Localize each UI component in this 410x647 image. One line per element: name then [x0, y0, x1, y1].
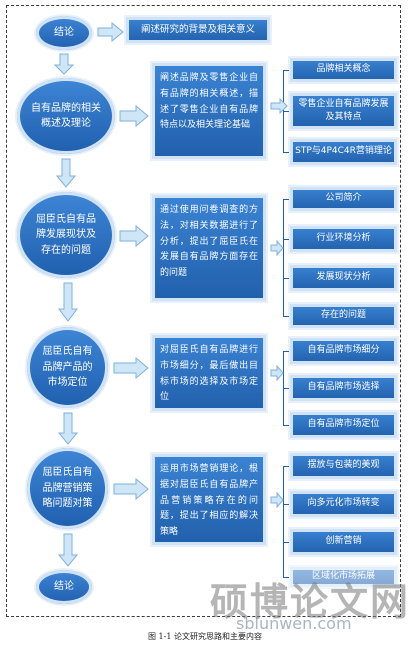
item-diversified-market: 向多元化市场转变 [288, 489, 399, 519]
item-company-intro: 公司简介 [288, 185, 399, 213]
arrow-down-icon [58, 533, 78, 567]
connector-tick [283, 70, 289, 71]
arrow-down-icon [58, 282, 78, 322]
desc-text: 通过使用问卷调查的方法，对相关数据进行了分析，提出了屈臣氏在发展自有品牌方面存在… [160, 205, 258, 278]
node-label: 屈臣氏自有品牌产品的市场定位 [42, 346, 93, 389]
desc-status: 通过使用问卷调查的方法，对相关数据进行了分析，提出了屈臣氏在发展自有品牌方面存在… [150, 193, 268, 303]
item-problems: 存在的问题 [288, 302, 399, 330]
arrow-down-icon [56, 158, 76, 188]
diagram-frame [6, 5, 401, 617]
item-label: 行业环境分析 [316, 233, 371, 244]
connector-tick [283, 199, 289, 200]
connector-tick [283, 388, 289, 389]
node-conclusion-top: 结论 [34, 14, 94, 52]
item-label: 创新营销 [325, 536, 362, 547]
item-label: 自有品牌市场选择 [307, 382, 380, 393]
item-retail-brand: 零售企业自有品牌发展及其特点 [288, 91, 399, 131]
connector-group-5 [283, 466, 284, 577]
node-label: 屈臣氏自有品牌发展现状及存在的问题 [36, 213, 96, 256]
connector-tick [283, 504, 289, 505]
node-strategy: 屈臣氏自有品牌营销策略问题对策 [25, 446, 110, 531]
arrow-right-icon [113, 478, 149, 500]
desc-overview: 阐述品牌及零售企业自有品牌的相关概述，描述了零售企业自有品牌特点以及相关理论基础 [150, 61, 268, 161]
node-label: 结论 [54, 27, 74, 39]
watermark-url: sblunwen.com [236, 614, 352, 633]
item-display-packaging: 摆放与包装的美观 [288, 451, 399, 481]
node-status: 屈臣氏自有品牌发展现状及存在的问题 [15, 190, 117, 280]
connector-tick [283, 351, 289, 352]
connector-tick [283, 466, 289, 467]
item-label: 公司简介 [325, 193, 362, 204]
desc-text: 运用市场营销理论，根据对屈臣氏自有品牌产品营销策略存在的问题，提出了相应的解决策… [160, 464, 258, 537]
arrow-right-icon [119, 225, 149, 247]
arrow-down-icon [54, 53, 74, 75]
node-label: 结论 [54, 581, 74, 593]
arrow-right-icon [97, 22, 124, 42]
item-label: 品牌相关概念 [316, 64, 371, 75]
item-industry-env: 行业环境分析 [288, 224, 399, 254]
item-status-analysis: 发展现状分析 [288, 263, 399, 293]
node-positioning: 屈臣氏自有品牌产品的市场定位 [25, 325, 110, 410]
item-innovative-marketing: 创新营销 [288, 527, 399, 557]
desc-text: 对屈臣氏自有品牌进行市场细分，最后做出目标市场的选择及市场定位 [160, 345, 258, 403]
arrow-right-icon [270, 365, 284, 381]
desc-strategy: 运用市场营销理论，根据对屈臣氏自有品牌产品营销策略存在的问题，提出了相应的解决策… [150, 452, 268, 547]
item-selection: 自有品牌市场选择 [288, 373, 399, 403]
item-segmentation: 自有品牌市场细分 [288, 336, 399, 366]
desc-positioning: 对屈臣氏自有品牌进行市场细分，最后做出目标市场的选择及市场定位 [150, 333, 268, 413]
connector-tick [283, 577, 289, 578]
item-label: 存在的问题 [320, 310, 366, 321]
connector-tick [283, 278, 289, 279]
arrow-right-icon [113, 357, 149, 379]
connector-tick [283, 111, 289, 112]
item-label: 区域化市场拓展 [311, 571, 375, 582]
arrow-right-icon [119, 105, 149, 127]
connector-group-3 [283, 199, 284, 316]
connector-tick [283, 316, 289, 317]
node-overview: 自有品牌的相关概述及理论 [15, 76, 117, 156]
item-positioning: 自有品牌市场定位 [288, 410, 399, 440]
item-brand-concept: 品牌相关概念 [288, 56, 399, 84]
arrow-right-icon [270, 98, 288, 114]
desc-text: 阐述研究的背景及相关意义 [140, 23, 255, 35]
item-label: 零售企业自有品牌发展及其特点 [298, 98, 389, 123]
connector-tick [283, 542, 289, 543]
item-regional-expansion: 区域化市场拓展 [288, 565, 399, 589]
connector-tick [283, 152, 289, 153]
figure-caption: 图 1-1 论文研究思路和主要内容 [148, 632, 262, 641]
item-label: 自有品牌市场细分 [307, 345, 380, 356]
desc-text: 阐述品牌及零售企业自有品牌的相关概述，描述了零售企业自有品牌特点以及相关理论基础 [160, 73, 258, 131]
item-label: STP与4P4C4R营销理论 [295, 146, 392, 157]
item-label: 摆放与包装的美观 [307, 460, 380, 471]
connector-tick [283, 239, 289, 240]
item-label: 发展现状分析 [316, 272, 371, 283]
node-conclusion-bottom: 结论 [34, 568, 94, 606]
arrow-right-icon [270, 240, 284, 256]
item-stp-theory: STP与4P4C4R营销理论 [288, 137, 399, 167]
node-label: 自有品牌的相关概述及理论 [31, 102, 101, 130]
item-label: 自有品牌市场定位 [307, 419, 380, 430]
item-label: 向多元化市场转变 [307, 498, 380, 509]
arrow-right-icon [270, 492, 284, 508]
desc-background: 阐述研究的背景及相关意义 [124, 15, 272, 45]
node-label: 屈臣氏自有品牌营销策略问题对策 [42, 467, 93, 510]
arrow-down-icon [58, 412, 78, 445]
watermark-logo: 硕博论文网 [210, 579, 410, 624]
connector-tick [283, 425, 289, 426]
